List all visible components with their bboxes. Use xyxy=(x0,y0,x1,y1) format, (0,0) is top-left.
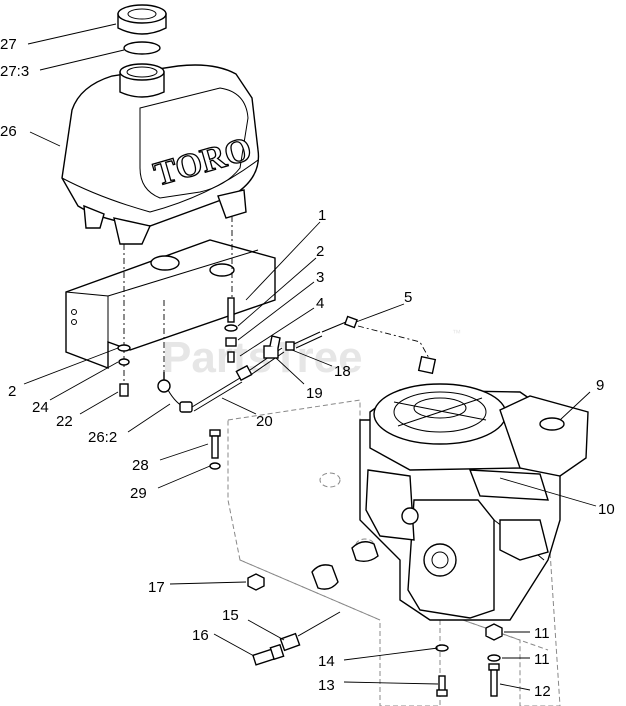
callout-24: 24 xyxy=(32,399,49,416)
callout-labels: 27 27:3 26 1 2 3 4 5 2 24 22 26:2 18 19 … xyxy=(0,36,615,700)
watermark-trademark: ™ xyxy=(452,328,461,338)
callout-5: 5 xyxy=(404,289,412,306)
callout-27-3: 27:3 xyxy=(0,63,29,80)
callout-4: 4 xyxy=(316,295,324,312)
engine xyxy=(359,355,589,621)
callout-3: 3 xyxy=(316,269,324,286)
callout-16: 16 xyxy=(192,627,209,644)
fitting-15 xyxy=(279,611,341,652)
plug-2 xyxy=(351,541,379,563)
callout-26-2: 26:2 xyxy=(88,429,117,446)
callout-11-b: 11 xyxy=(534,651,550,668)
callout-22: 22 xyxy=(56,413,73,430)
fuel-cap xyxy=(117,4,167,35)
cap-gasket xyxy=(123,41,161,55)
callout-12: 12 xyxy=(534,683,551,700)
fuel-line xyxy=(157,347,285,413)
callout-2-b: 2 xyxy=(8,383,16,400)
plug xyxy=(311,564,339,590)
callout-28: 28 xyxy=(132,457,149,474)
left-hardware xyxy=(117,344,131,397)
fuel-tank: TORO xyxy=(61,64,260,245)
nut-17 xyxy=(247,573,265,591)
leader-lines xyxy=(23,23,597,691)
stud-hardware xyxy=(224,297,238,363)
callout-26: 26 xyxy=(0,123,17,140)
bolt-13 xyxy=(435,644,449,697)
callout-17: 17 xyxy=(148,579,165,596)
callout-11-a: 11 xyxy=(534,625,550,642)
callout-1: 1 xyxy=(318,207,326,224)
callout-14: 14 xyxy=(318,653,335,670)
callout-18: 18 xyxy=(334,363,351,380)
callout-15: 15 xyxy=(222,607,239,624)
callout-9: 9 xyxy=(596,377,604,394)
callout-10: 10 xyxy=(598,501,615,518)
watermark: PartsTree xyxy=(162,333,363,382)
engine-mount-hardware xyxy=(485,623,503,697)
callout-2-a: 2 xyxy=(316,243,324,260)
callout-27: 27 xyxy=(0,36,17,53)
tank-filler-neck xyxy=(119,63,165,98)
callout-13: 13 xyxy=(318,677,335,694)
callout-20: 20 xyxy=(256,413,273,430)
fitting-16 xyxy=(252,643,285,666)
tank-bracket xyxy=(65,239,276,370)
bolt-28 xyxy=(209,429,221,470)
callout-29: 29 xyxy=(130,485,147,502)
callout-19: 19 xyxy=(306,385,323,402)
fuel-line-upper xyxy=(285,315,431,361)
shutoff-valve xyxy=(263,335,281,359)
